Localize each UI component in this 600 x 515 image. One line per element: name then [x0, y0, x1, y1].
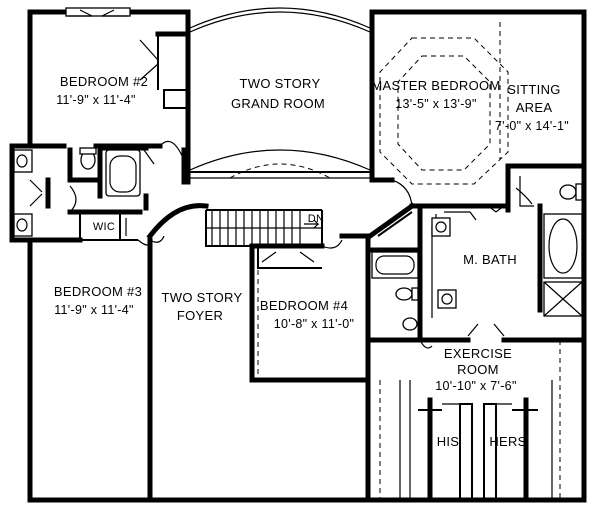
master-bedroom: [369, 22, 587, 213]
exercise-room: [379, 323, 587, 500]
bedroom-4-label: BEDROOM #4: [260, 298, 348, 313]
sitting-area-dims: 7'-0" x 14'-1": [495, 119, 569, 133]
master-bedroom-dims: 13'-5" x 13'-9": [395, 97, 476, 111]
bedroom-2-dims: 11'-9" x 11'-4": [56, 93, 136, 107]
sitting-area-label-1: SITTING: [507, 82, 560, 97]
grand-room-arc: [189, 11, 371, 33]
his-hers-closets: [399, 380, 553, 503]
master-bath: [365, 176, 583, 343]
bedroom-2-label: BEDROOM #2: [60, 74, 148, 89]
bedroom-3: [27, 235, 165, 503]
grand-room-label-1: TWO STORY: [240, 76, 321, 91]
hall-bath: [13, 145, 155, 237]
foyer-label-1: TWO STORY: [162, 290, 243, 305]
his-closet-label: HIS: [437, 434, 460, 449]
wic-label: WIC: [93, 221, 115, 233]
staircase: [146, 203, 323, 247]
master-bath-label: M. BATH: [463, 252, 517, 267]
stair-dn-label: DN: [308, 213, 325, 225]
exercise-room-label-2: ROOM: [457, 362, 499, 377]
bedroom-4-dims: 10'-8" x 11'-0": [274, 317, 354, 331]
exterior-walls: [9, 9, 587, 503]
balcony-arc: [189, 149, 371, 171]
hers-closet-label: HERS: [489, 434, 526, 449]
bedroom-4: [249, 233, 371, 503]
exercise-room-label-1: EXERCISE: [444, 346, 512, 361]
master-bedroom-label: MASTER BEDROOM: [371, 78, 500, 93]
grand-room-label-2: GRAND ROOM: [231, 96, 325, 111]
sitting-area-label-2: AREA: [516, 100, 553, 115]
exercise-room-dims: 10'-10" x 7'-6": [435, 379, 516, 393]
foyer-label-2: FOYER: [177, 308, 223, 323]
bedroom-3-dims: 11'-9" x 11'-4": [54, 303, 134, 317]
bedroom-3-label: BEDROOM #3: [54, 284, 142, 299]
